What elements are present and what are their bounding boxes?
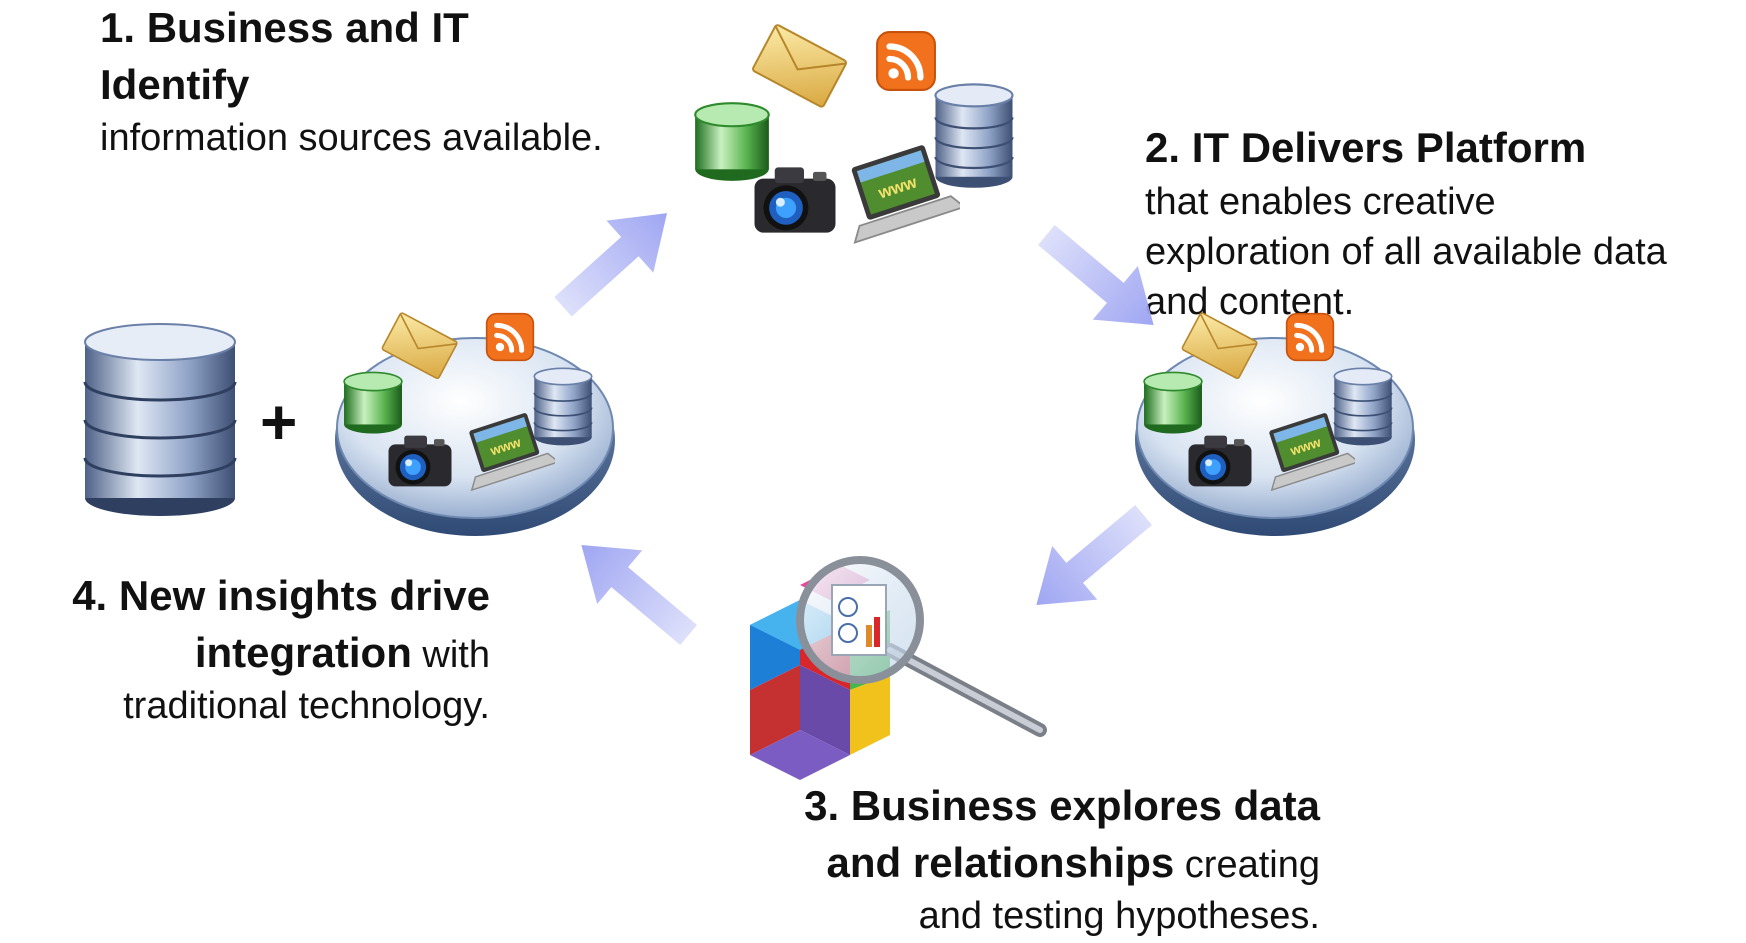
blue-database-icon <box>934 83 1014 189</box>
large-database-icon <box>83 323 237 516</box>
step-4-body-line: traditional technology. <box>123 685 490 728</box>
plus-symbol: + <box>260 386 298 458</box>
arrow-up-left <box>581 545 697 645</box>
step-1-heading-line-1: 1. Business and IT <box>100 4 469 51</box>
magnifier-icon <box>796 556 1047 737</box>
rss-feed-icon <box>877 32 935 90</box>
step-3-heading-line-1: 3. Business explores data <box>804 782 1320 829</box>
step-4-heading-line-2: integration <box>194 628 412 676</box>
step-2-block: 2. IT Delivers Platform that enables cre… <box>1145 120 1745 327</box>
blue-database-icon <box>1333 367 1393 447</box>
step-3-block: 3. Business explores data and relationsh… <box>700 778 1320 942</box>
rss-feed-icon <box>1287 314 1334 361</box>
step-2-body-line-2: exploration of all available data <box>1145 230 1667 273</box>
platform-disk-right <box>1135 311 1415 536</box>
step-3-heading-line-2: and relationships <box>826 838 1175 886</box>
step-3-line-2: and relationships creating <box>700 835 1320 892</box>
step-1-heading-line-2: Identify <box>100 60 250 108</box>
step-4-line-2: integration with <box>0 625 490 682</box>
step-4-block: 4. New insights drive integration with t… <box>0 568 490 732</box>
step-3-body-inline: creating <box>1174 843 1320 886</box>
camera-icon <box>754 167 836 233</box>
step-4-body-inline: with <box>411 633 490 676</box>
step-2-heading: 2. IT Delivers Platform <box>1145 124 1587 171</box>
green-database-icon <box>694 102 770 182</box>
report-icon <box>831 584 887 656</box>
step-1-block: 1. Business and IT Identify information … <box>100 0 720 164</box>
step-4-heading-line-1: 4. New insights drive <box>72 572 490 619</box>
step-1-body: information sources available. <box>100 117 603 160</box>
green-database-icon <box>1143 371 1203 435</box>
source-cluster-top <box>694 22 1014 244</box>
arrow-down-right <box>1038 225 1154 325</box>
platform-disk-left <box>335 311 615 536</box>
analysis-illustration <box>750 556 1047 780</box>
step-2-body-line-1: that enables creative <box>1145 180 1496 223</box>
envelope-icon <box>750 22 849 109</box>
green-database-icon <box>343 371 403 435</box>
step-3-body-line: and testing hypotheses. <box>918 895 1320 938</box>
blue-database-icon <box>533 367 593 447</box>
rss-feed-icon <box>487 314 534 361</box>
arrow-up-right <box>554 213 668 317</box>
arrow-down-left <box>1036 505 1152 605</box>
